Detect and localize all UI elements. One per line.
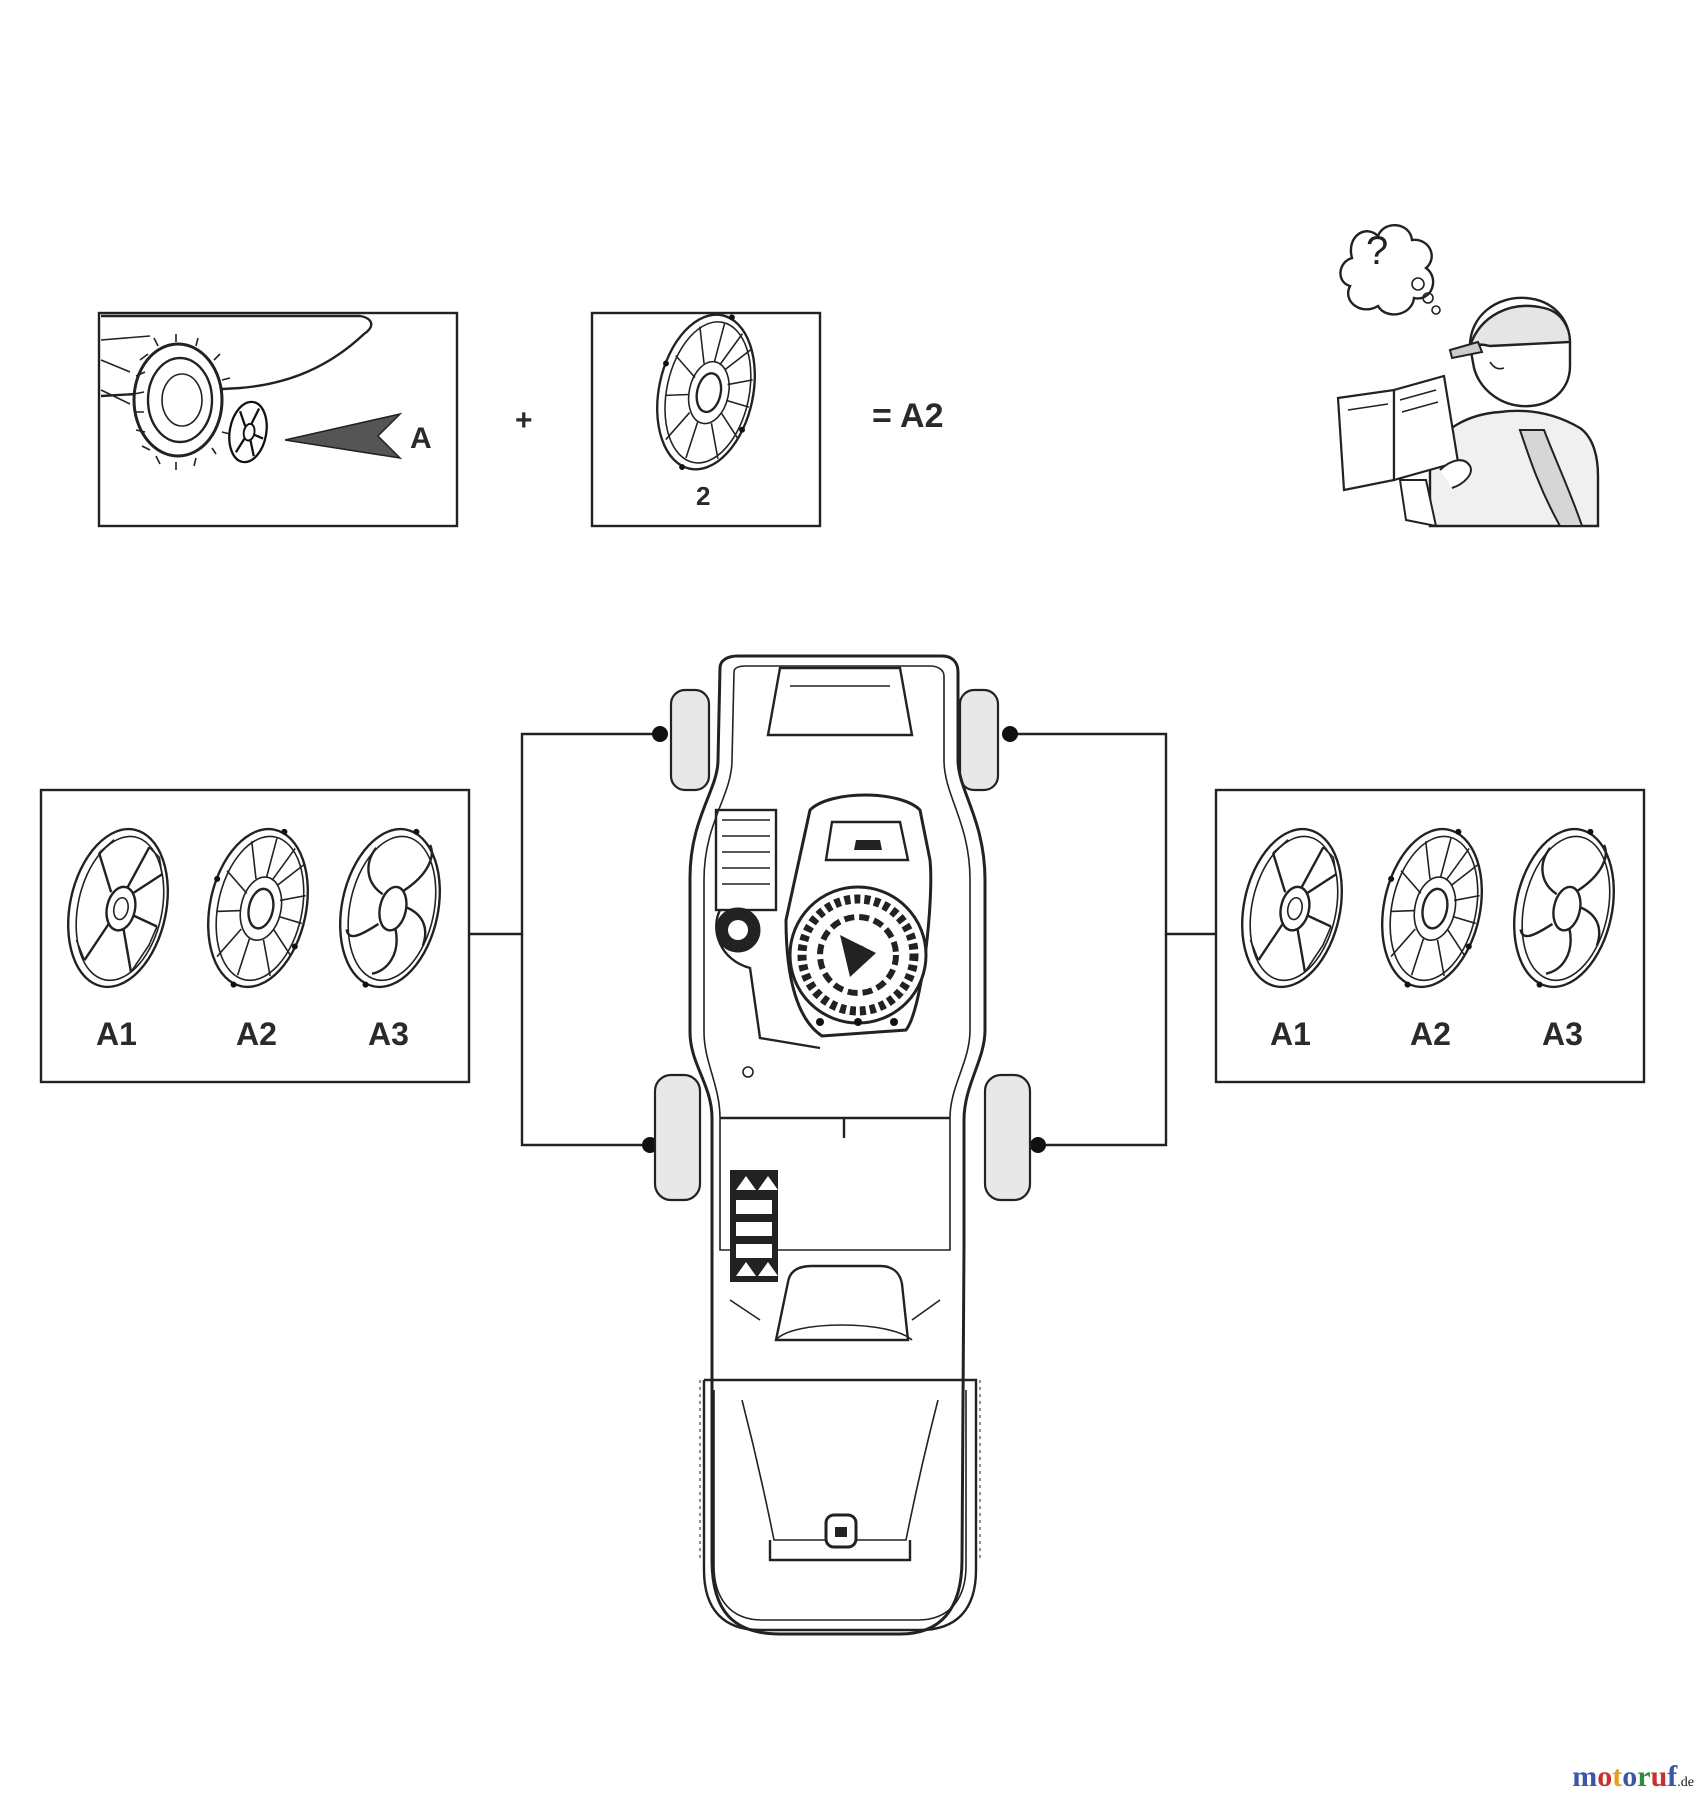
watermark-letter: o	[1597, 1760, 1613, 1793]
result-label: = A2	[872, 397, 944, 435]
watermark-letter: m	[1572, 1760, 1598, 1793]
arrow-left-icon	[284, 412, 403, 460]
watermark-letter: t	[1612, 1760, 1623, 1793]
connector-lines	[470, 726, 1216, 1153]
handle-frame	[702, 1378, 978, 1632]
watermark-logo: motoruf.de	[1572, 1760, 1694, 1794]
wheel-anchor-front-left	[652, 726, 668, 742]
watermark-letter: r	[1637, 1760, 1651, 1793]
part-number-label: 2	[696, 481, 710, 511]
wheel-rear-right	[983, 1073, 1032, 1202]
option-a2-label-left: A2	[236, 1016, 277, 1052]
watermark-letter: f	[1667, 1760, 1678, 1793]
mower-top-view	[653, 654, 1032, 1636]
person-hand	[1439, 459, 1472, 489]
callout-a-label: A	[410, 422, 432, 455]
wheel-rear-left	[653, 1073, 702, 1202]
step-illustration: A + 2 = A2	[97, 301, 944, 528]
rear-flap	[774, 1264, 910, 1342]
watermark-letter: o	[1622, 1760, 1638, 1793]
option-a1-label-right: A1	[1270, 1016, 1311, 1052]
option-a3-label-right: A3	[1542, 1016, 1583, 1052]
mower-deck-outline	[100, 314, 373, 398]
wheel-anchor-rear-right	[1030, 1137, 1046, 1153]
option-panel-right: A1 A2 A3	[1214, 788, 1646, 1084]
option-a2-label-right: A2	[1410, 1016, 1451, 1052]
plus-sign: +	[515, 404, 533, 437]
thought-bubble-icon	[1339, 224, 1435, 316]
watermark-suffix: .de	[1677, 1775, 1694, 1790]
step-panel-part-2	[590, 311, 822, 528]
option-panel-left: A1 A2 A3	[39, 788, 471, 1084]
front-vent	[766, 666, 914, 737]
option-a1-label-left: A1	[96, 1016, 137, 1052]
wheel-front-left	[669, 688, 711, 792]
baseball-cap	[1467, 304, 1572, 349]
wheel-front-right	[958, 688, 1000, 792]
hubcap-small-icon	[228, 400, 268, 464]
read-manual-illustration: ?	[1336, 224, 1600, 528]
backpack-strap	[1518, 429, 1584, 527]
watermark-letter: u	[1650, 1760, 1668, 1793]
engine	[714, 793, 933, 1050]
option-a3-label-left: A3	[368, 1016, 409, 1052]
warning-label-panel	[730, 1170, 778, 1282]
watermark-brand: motoruf	[1572, 1760, 1677, 1793]
question-mark-icon: ?	[1366, 229, 1388, 273]
tyre-illustration	[132, 334, 231, 470]
wheel-anchor-front-right	[1002, 726, 1018, 742]
